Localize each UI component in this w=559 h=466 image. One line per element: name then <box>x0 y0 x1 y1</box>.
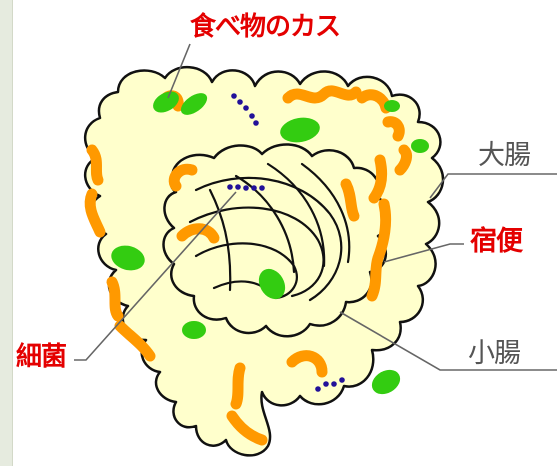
label-food-residue: 食べ物のカス <box>190 12 341 42</box>
leader-lines <box>74 43 557 371</box>
side-panel <box>0 0 13 466</box>
label-small-intestine: 小腸 <box>468 338 521 369</box>
intestine-inner-cavity <box>162 143 391 338</box>
label-bacteria: 細菌 <box>16 342 67 372</box>
label-impacted-stool: 宿便 <box>470 226 523 257</box>
stool-residue <box>84 85 412 446</box>
food-residue-pieces <box>111 91 429 395</box>
leader-large <box>429 173 557 199</box>
bacteria-dots <box>227 93 345 392</box>
leader-bacteria <box>74 191 237 361</box>
leader-small <box>339 311 557 371</box>
leader-stool <box>383 243 464 263</box>
label-large-intestine: 大腸 <box>478 140 531 171</box>
leader-food <box>167 43 191 99</box>
